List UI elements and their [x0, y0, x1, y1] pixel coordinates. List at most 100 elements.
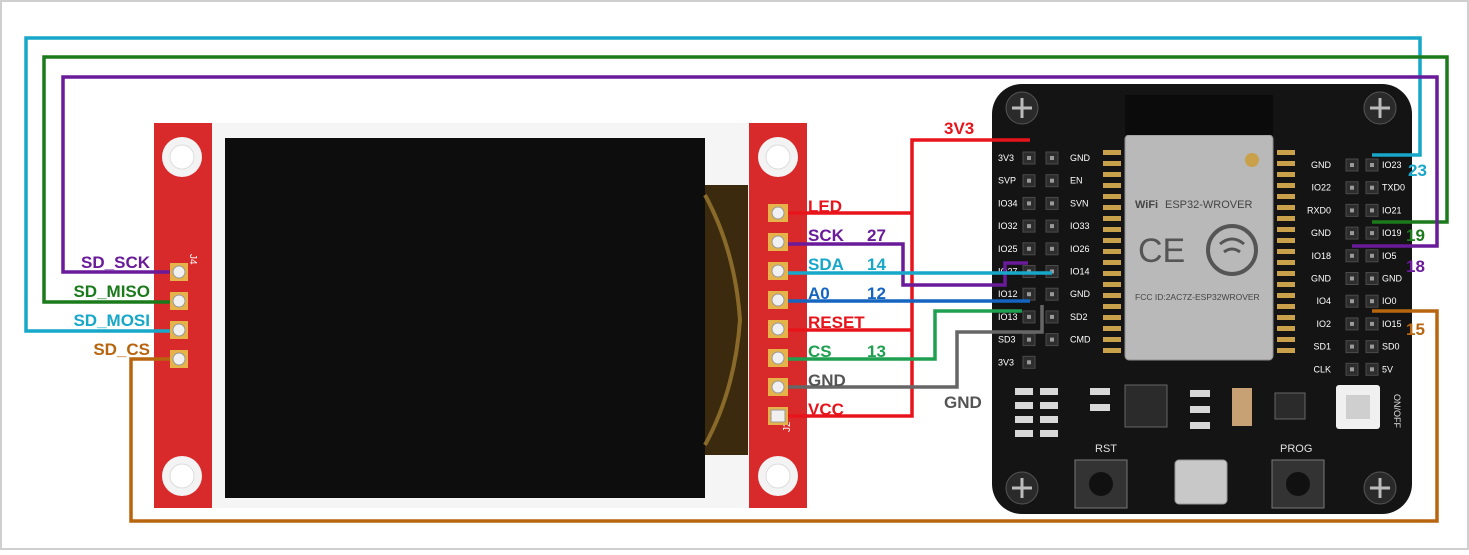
board-pin-label: SVP	[998, 176, 1016, 186]
board-pin-label: IO23	[1382, 160, 1402, 170]
board-pin-label: 3V3	[998, 357, 1014, 367]
board-pin-label: IO2	[1316, 319, 1331, 329]
module-ce-mark: CE	[1138, 232, 1185, 270]
board-header-pin	[1365, 294, 1379, 308]
screw-icon	[1005, 91, 1039, 125]
lcd-header-pin	[768, 407, 788, 425]
lcd-pin-label: A0	[808, 284, 830, 303]
board-header-pin	[1345, 203, 1359, 217]
board-pin-label: SD2	[1070, 312, 1088, 322]
board-header-pin	[1365, 249, 1379, 263]
rst-label: RST	[1095, 443, 1117, 455]
lcd-header-id: J2	[782, 421, 793, 432]
board-header-pin	[1022, 151, 1036, 165]
board-header-pin	[1345, 317, 1359, 331]
sd-pin-label: SD_MOSI	[73, 311, 150, 330]
board-pin-label: IO15	[1382, 319, 1402, 329]
sd-header-pin	[170, 263, 188, 281]
board-pin-label: EN	[1070, 176, 1083, 186]
board-header-pin	[1022, 196, 1036, 210]
wires	[24, 36, 1449, 523]
board-pin-label: RXD0	[1307, 205, 1331, 215]
board-header-pin	[1045, 219, 1059, 233]
board-pin-label: IO5	[1382, 251, 1397, 261]
antenna-connector	[1245, 153, 1259, 167]
lcd-pin-label: GND	[808, 371, 846, 390]
board-pin-label: IO4	[1316, 296, 1331, 306]
board-header-pin	[1345, 362, 1359, 376]
mounting-hole	[758, 456, 798, 496]
module-pads	[1103, 150, 1295, 353]
micro-usb-port[interactable]	[1174, 459, 1228, 505]
regulator-chip	[1274, 392, 1306, 420]
board-header-pin	[1045, 287, 1059, 301]
board-header-pin	[1022, 310, 1036, 324]
lcd-pin-label: CS	[808, 342, 832, 361]
esp32-devkit-board: WiFi ESP32-WROVER CE FCC ID:2AC7Z-ESP32W…	[992, 84, 1412, 514]
board-header-pin	[1345, 158, 1359, 172]
board-header-pin	[1045, 196, 1059, 210]
board-pin-label: CLK	[1313, 364, 1331, 374]
label-io18: 18	[1406, 257, 1425, 276]
board-header-pins: 3V3SVPIO34IO32IO25IO27IO12IO13SD33V3GNDE…	[998, 150, 1405, 376]
label-gnd: GND	[944, 393, 982, 412]
mounting-hole	[758, 137, 798, 177]
lcd-pin-label: LED	[808, 197, 842, 216]
sd-pin-label: SD_MISO	[73, 282, 150, 301]
usb-uart-chip	[1124, 384, 1168, 428]
mounting-hole	[162, 456, 202, 496]
display-pcb-left	[154, 123, 212, 508]
label-io19: 19	[1406, 226, 1425, 245]
board-header-pin	[1365, 340, 1379, 354]
lcd-pin-label: SDA	[808, 255, 844, 274]
lcd-pin-number: 14	[867, 255, 886, 274]
board-pin-label: CMD	[1070, 335, 1091, 345]
wire-sd-sck	[61, 75, 1439, 274]
lcd-pin-number: 12	[867, 284, 886, 303]
board-pin-label: GND	[1311, 228, 1332, 238]
lcd-header-pin	[768, 204, 788, 222]
sd-header-pin	[170, 350, 188, 368]
board-header-pin	[1345, 340, 1359, 354]
label-io23: 23	[1408, 161, 1427, 180]
lcd-header-pin	[768, 262, 788, 280]
board-header-pin	[1045, 242, 1059, 256]
board-header-pin	[1022, 242, 1036, 256]
board-pin-label: 3V3	[998, 153, 1014, 163]
board-header-pin	[1022, 333, 1036, 347]
board-pin-label: SD0	[1382, 342, 1400, 352]
smd-components	[1015, 388, 1210, 437]
sd-pin-label: SD_SCK	[81, 253, 151, 272]
board-header-pin	[1345, 249, 1359, 263]
switch-label: ON/OFF	[1392, 394, 1402, 428]
lcd-pin-number: 27	[867, 226, 886, 245]
lcd-header-pin	[768, 320, 788, 338]
sd-pin-label: SD_CS	[93, 340, 150, 359]
board-header-pin	[1022, 287, 1036, 301]
board-pin-label: IO12	[998, 289, 1018, 299]
module-fcc-id: FCC ID:2AC7Z-ESP32WROVER	[1135, 292, 1260, 302]
board-pin-label: IO13	[998, 312, 1018, 322]
board-pin-label: GND	[1311, 160, 1332, 170]
board-pin-label: IO18	[1311, 251, 1331, 261]
board-pin-label: IO32	[998, 221, 1018, 231]
board-header-pin	[1022, 174, 1036, 188]
board-pin-label: IO19	[1382, 228, 1402, 238]
board-pin-label: IO14	[1070, 267, 1090, 277]
board-pin-label: IO33	[1070, 221, 1090, 231]
board-header-pin	[1345, 272, 1359, 285]
board-header-pin	[1022, 219, 1036, 233]
wire-sd-miso	[42, 55, 1449, 304]
wire-sd-mosi	[24, 36, 1422, 333]
label-3v3: 3V3	[944, 119, 974, 138]
sd-header-id: J4	[187, 254, 198, 265]
board-pin-label: SVN	[1070, 198, 1089, 208]
board-header-pin	[1045, 174, 1059, 188]
lcd-header-pin	[768, 378, 788, 396]
lcd-header-pin	[768, 349, 788, 367]
board-header-pin	[1365, 362, 1379, 376]
screw-icon	[1363, 471, 1397, 505]
display-screen	[225, 138, 705, 498]
